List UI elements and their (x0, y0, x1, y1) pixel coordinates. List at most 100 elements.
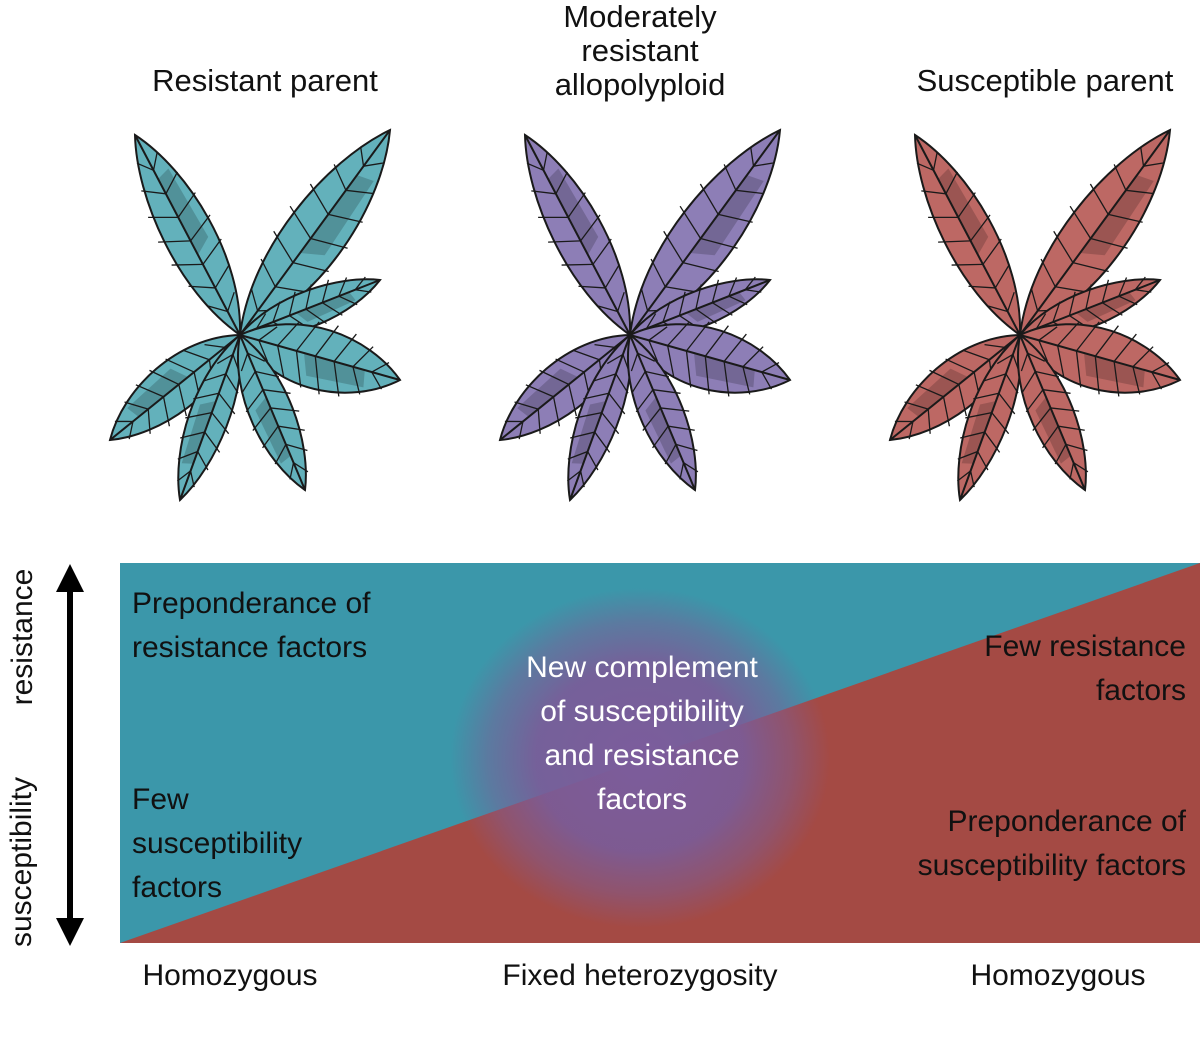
leaf-vein (968, 285, 996, 289)
leaf-vein (289, 205, 312, 239)
leaf-vein (1069, 205, 1092, 239)
leaf-vein (204, 344, 225, 348)
leaf-vein (1042, 389, 1071, 394)
leaf-vein (637, 352, 656, 362)
leaf-vein (293, 462, 309, 473)
leaf-vein (664, 444, 677, 465)
right-top-text: Few resistance factors (984, 630, 1186, 707)
leaf-vein (124, 401, 149, 410)
leaf-vein (648, 326, 668, 341)
leaf-vein (203, 373, 227, 382)
leaf-vein (761, 371, 773, 390)
leaf-vein (742, 366, 751, 395)
leaf-midrib (239, 334, 306, 491)
leaf-vein (525, 384, 554, 398)
bottom-label-right: Homozygous (970, 959, 1146, 992)
leaf-vein (178, 384, 187, 417)
leaf-vein (984, 344, 1005, 348)
leaf-vein (1132, 366, 1141, 395)
leaf-vein (245, 389, 264, 413)
leaf-vein (728, 295, 748, 306)
leaf-shade (686, 292, 746, 322)
leaf-vein (162, 396, 171, 427)
leaf-vein (258, 340, 269, 362)
leaf-midrib (629, 334, 696, 491)
leaf-vein (632, 371, 646, 393)
leaf-vein (1125, 189, 1155, 195)
leaf-vein (552, 396, 561, 427)
leaf-vein (188, 285, 216, 289)
leaf-vein (305, 284, 312, 310)
leaf-vein (289, 462, 295, 480)
right-bottom-text: Preponderance of susceptibility factors (917, 805, 1186, 882)
leaf-vein (1038, 326, 1058, 341)
leaf-vein (753, 162, 774, 167)
leaf-vein (1090, 237, 1128, 249)
leaf-vein (665, 286, 697, 293)
leaf-vein (214, 264, 230, 289)
leaf-vein (745, 289, 762, 293)
leaf-vein (652, 425, 669, 449)
leaf-vein (518, 421, 524, 440)
leaf-vein (1065, 443, 1088, 452)
leaf-vein (927, 409, 931, 434)
leaf-vein (965, 412, 992, 419)
leaf-vein (193, 392, 219, 400)
leaf-vein (288, 291, 296, 316)
leaf-vein (177, 470, 191, 482)
leaf-vein (250, 288, 259, 312)
leaf-vein (526, 162, 544, 171)
leaf-vein (1057, 345, 1065, 377)
leaf-vein (321, 279, 330, 303)
blend-zone (450, 588, 830, 928)
leaf-vein (354, 276, 366, 291)
leaf-vein (165, 171, 179, 195)
axis-label-resistance: resistance (6, 568, 39, 706)
leaf-vein (328, 213, 363, 223)
leaf-vein (963, 350, 990, 361)
leaf-vein (537, 409, 541, 434)
leaf-shade (1084, 353, 1145, 388)
leaf-vein (216, 353, 234, 365)
leaf-vein (1132, 346, 1154, 368)
leaf-vein (548, 240, 581, 243)
leaf-shade (517, 368, 578, 417)
leaf-vein (285, 443, 308, 452)
leaf-vein (678, 291, 686, 316)
leaf-vein (135, 384, 164, 398)
leaf-vein (991, 412, 1010, 435)
leaf-vein (957, 470, 971, 482)
leaf-vein (908, 421, 914, 440)
leaf-vein (149, 369, 180, 385)
leaf-vein (292, 262, 329, 273)
leaf-vein (597, 305, 618, 313)
leaf-midrib (959, 334, 1021, 501)
leaf-vein (1118, 295, 1138, 306)
leaf-vein (606, 353, 624, 365)
leaf-vein (1085, 308, 1107, 325)
leaf-vein (1030, 288, 1039, 312)
leaf-vein (1038, 340, 1049, 362)
leaf-shade (690, 175, 764, 256)
leaf-vein (723, 333, 747, 362)
leaf-vein (295, 321, 320, 352)
leaf-vein (742, 346, 764, 368)
leaf-vein (998, 392, 1016, 415)
leaf-vein (652, 389, 681, 394)
leaf-vein (679, 462, 685, 480)
leaf-vein (587, 451, 599, 471)
leaf-vein (679, 205, 702, 239)
leaf-vein (982, 238, 1002, 265)
leaf-vein (1143, 162, 1164, 167)
leaf-vein (735, 189, 765, 195)
leaf-vein (996, 353, 1014, 365)
leaf-midrib (889, 334, 1021, 441)
leaf-vein (514, 401, 539, 410)
leaf-vein (648, 340, 659, 362)
leaf-vein (960, 431, 985, 439)
leaf-vein (165, 358, 195, 373)
leaf-vein (977, 451, 989, 471)
leaf-midrib (239, 129, 391, 336)
leaf-vein (352, 366, 361, 395)
leaf-midrib (499, 334, 631, 441)
